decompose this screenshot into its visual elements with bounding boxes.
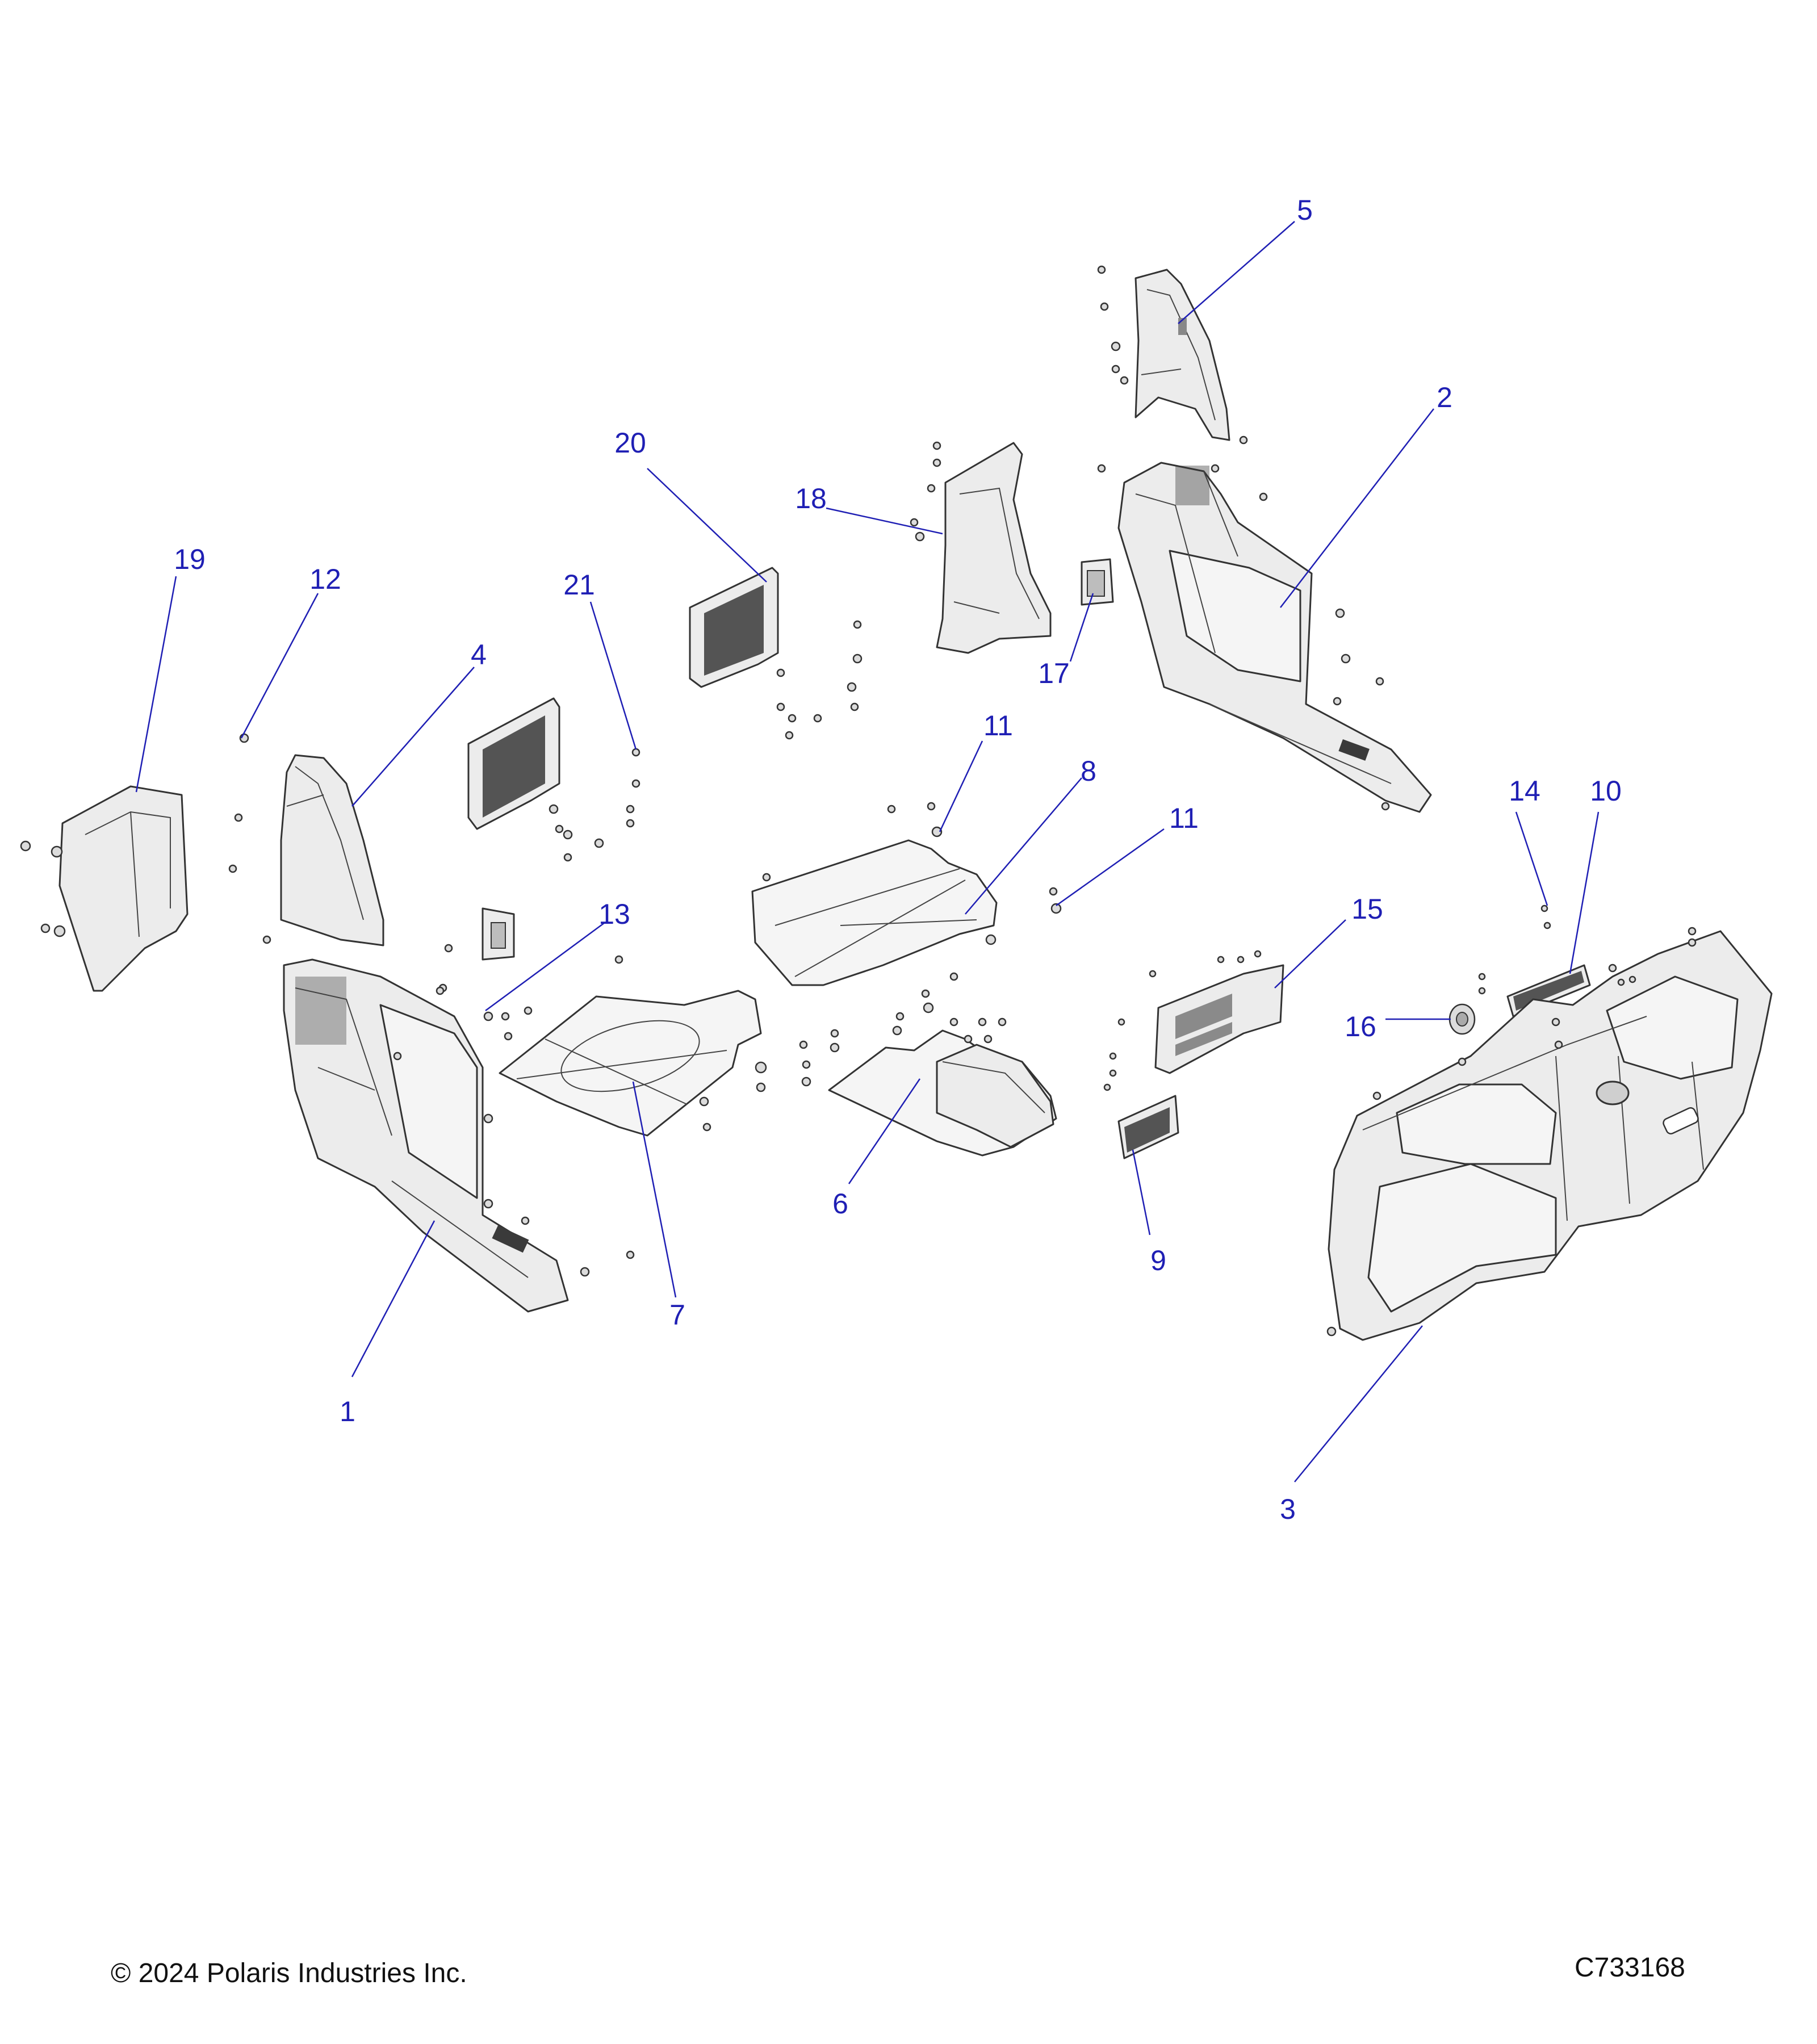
callout-4: 4 (471, 639, 487, 671)
callout-17: 17 (1038, 657, 1070, 689)
callout-1: 1 (340, 1396, 355, 1427)
part-21-grille-panel (467, 697, 640, 862)
part-17-bracket (1081, 558, 1114, 606)
part-9-grille (1117, 1095, 1179, 1159)
part-2-right-floor-panel (1097, 462, 1432, 813)
diagram-id: C733168 (1575, 1953, 1685, 1983)
callout-14: 14 (1509, 775, 1540, 807)
callout-13: 13 (598, 898, 630, 930)
callout-21: 21 (563, 569, 595, 601)
part-16-plug (1448, 1003, 1476, 1035)
part-20-grille-panel (689, 567, 863, 740)
callout-5: 5 (1297, 194, 1313, 226)
leader-lines (135, 221, 1600, 1482)
callout-2: 2 (1437, 382, 1452, 413)
part-8-floor-plate (751, 802, 1062, 1013)
callout-18: 18 (795, 483, 827, 514)
part-15-louver-panel (1103, 950, 1284, 1091)
part-19-side-panel (20, 785, 189, 992)
callout-10: 10 (1590, 775, 1622, 807)
callout-12: 12 (309, 563, 341, 595)
callout-6: 6 (832, 1188, 848, 1220)
part-5-pillar-panel (1097, 265, 1248, 445)
part-bracket-left (436, 907, 515, 995)
callout-3: 3 (1280, 1493, 1296, 1525)
callout-16: 16 (1345, 1011, 1376, 1042)
part-6-tunnel-cover (799, 1012, 1057, 1157)
callout-20: 20 (614, 427, 646, 459)
callout-9: 9 (1150, 1245, 1166, 1276)
callout-8: 8 (1081, 755, 1096, 787)
part-4-pillar-panel (228, 733, 384, 946)
callout-11a: 11 (983, 710, 1013, 742)
callout-11b: 11 (1169, 802, 1199, 834)
callout-19: 19 (174, 543, 206, 575)
part-1-left-floor-panel (283, 958, 635, 1313)
copyright-text: © 2024 Polaris Industries Inc. (111, 1958, 467, 1988)
part-18-upper-panel (910, 441, 1052, 654)
part-7-floor-tray (483, 955, 767, 1137)
callout-numbers: 19 12 4 21 20 18 5 2 17 11 8 11 13 15 14… (174, 194, 1622, 1525)
callout-15: 15 (1351, 893, 1383, 925)
part-3-bulkhead (1326, 927, 1773, 1341)
callout-7: 7 (669, 1299, 685, 1331)
